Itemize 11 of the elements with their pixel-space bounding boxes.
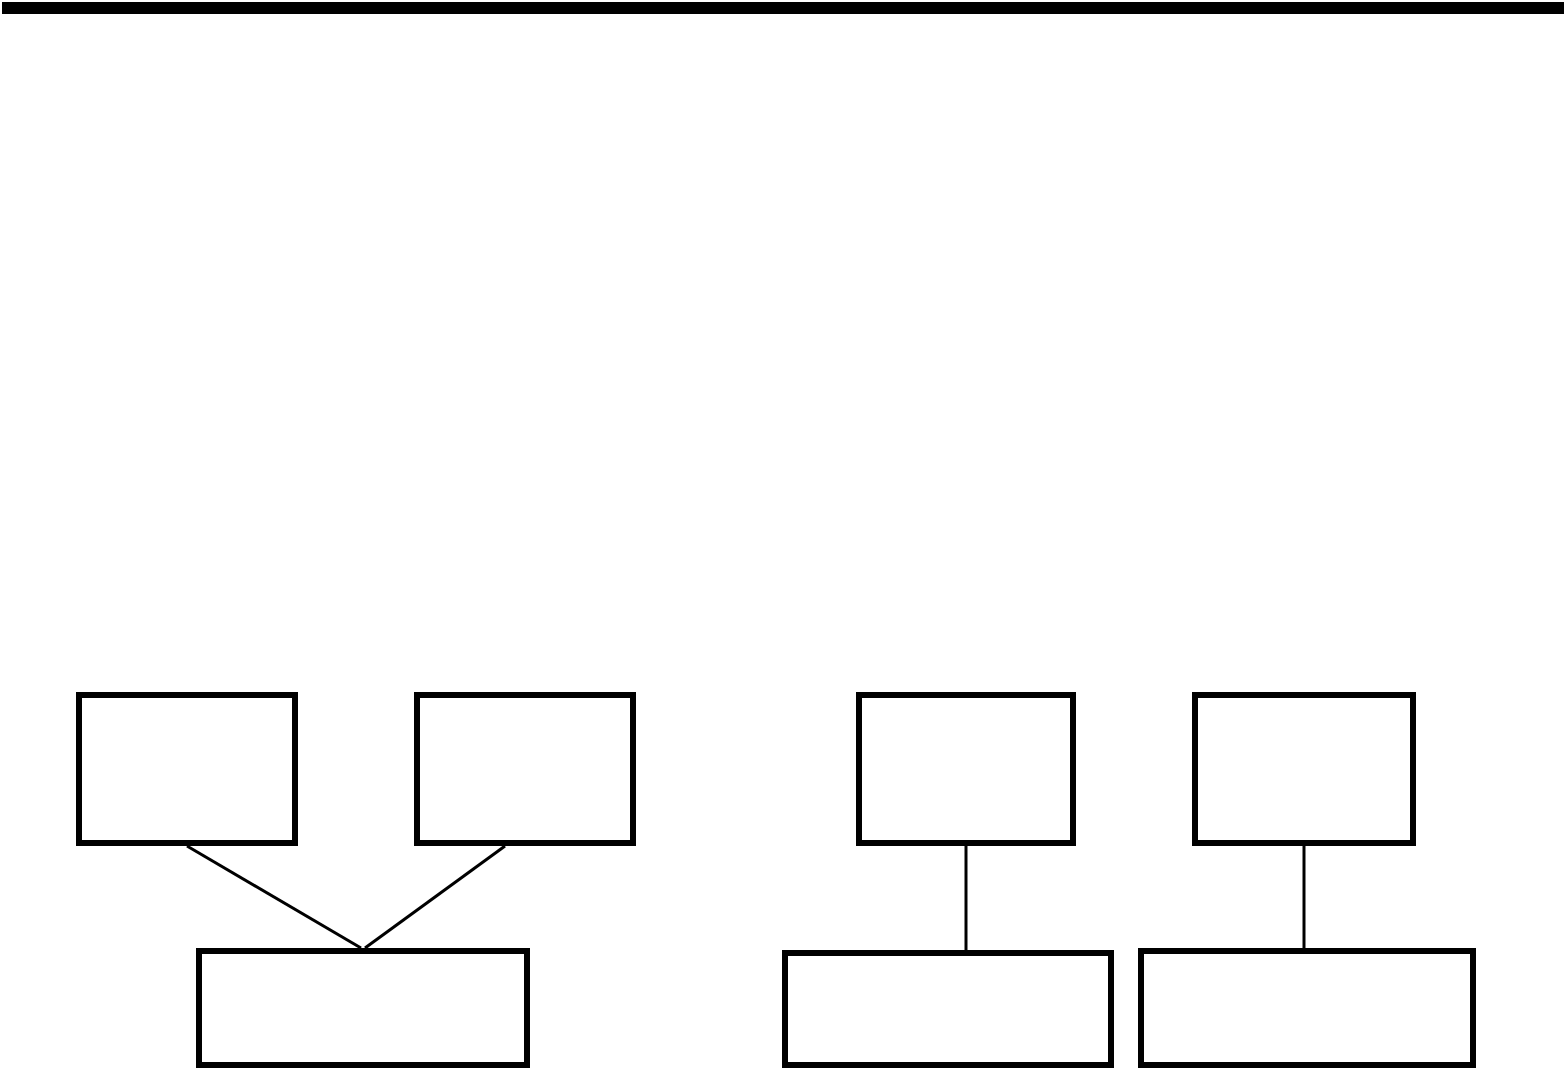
empty-box [782,950,1114,1068]
empty-box [76,692,298,846]
empty-box [1192,692,1416,846]
empty-box [856,692,1076,846]
connector-line [964,846,968,950]
empty-box [1138,948,1476,1068]
connector-line [186,844,362,950]
empty-box [196,948,530,1068]
connector-line [1302,846,1306,948]
connector-line [364,844,506,950]
empty-box [414,692,636,846]
